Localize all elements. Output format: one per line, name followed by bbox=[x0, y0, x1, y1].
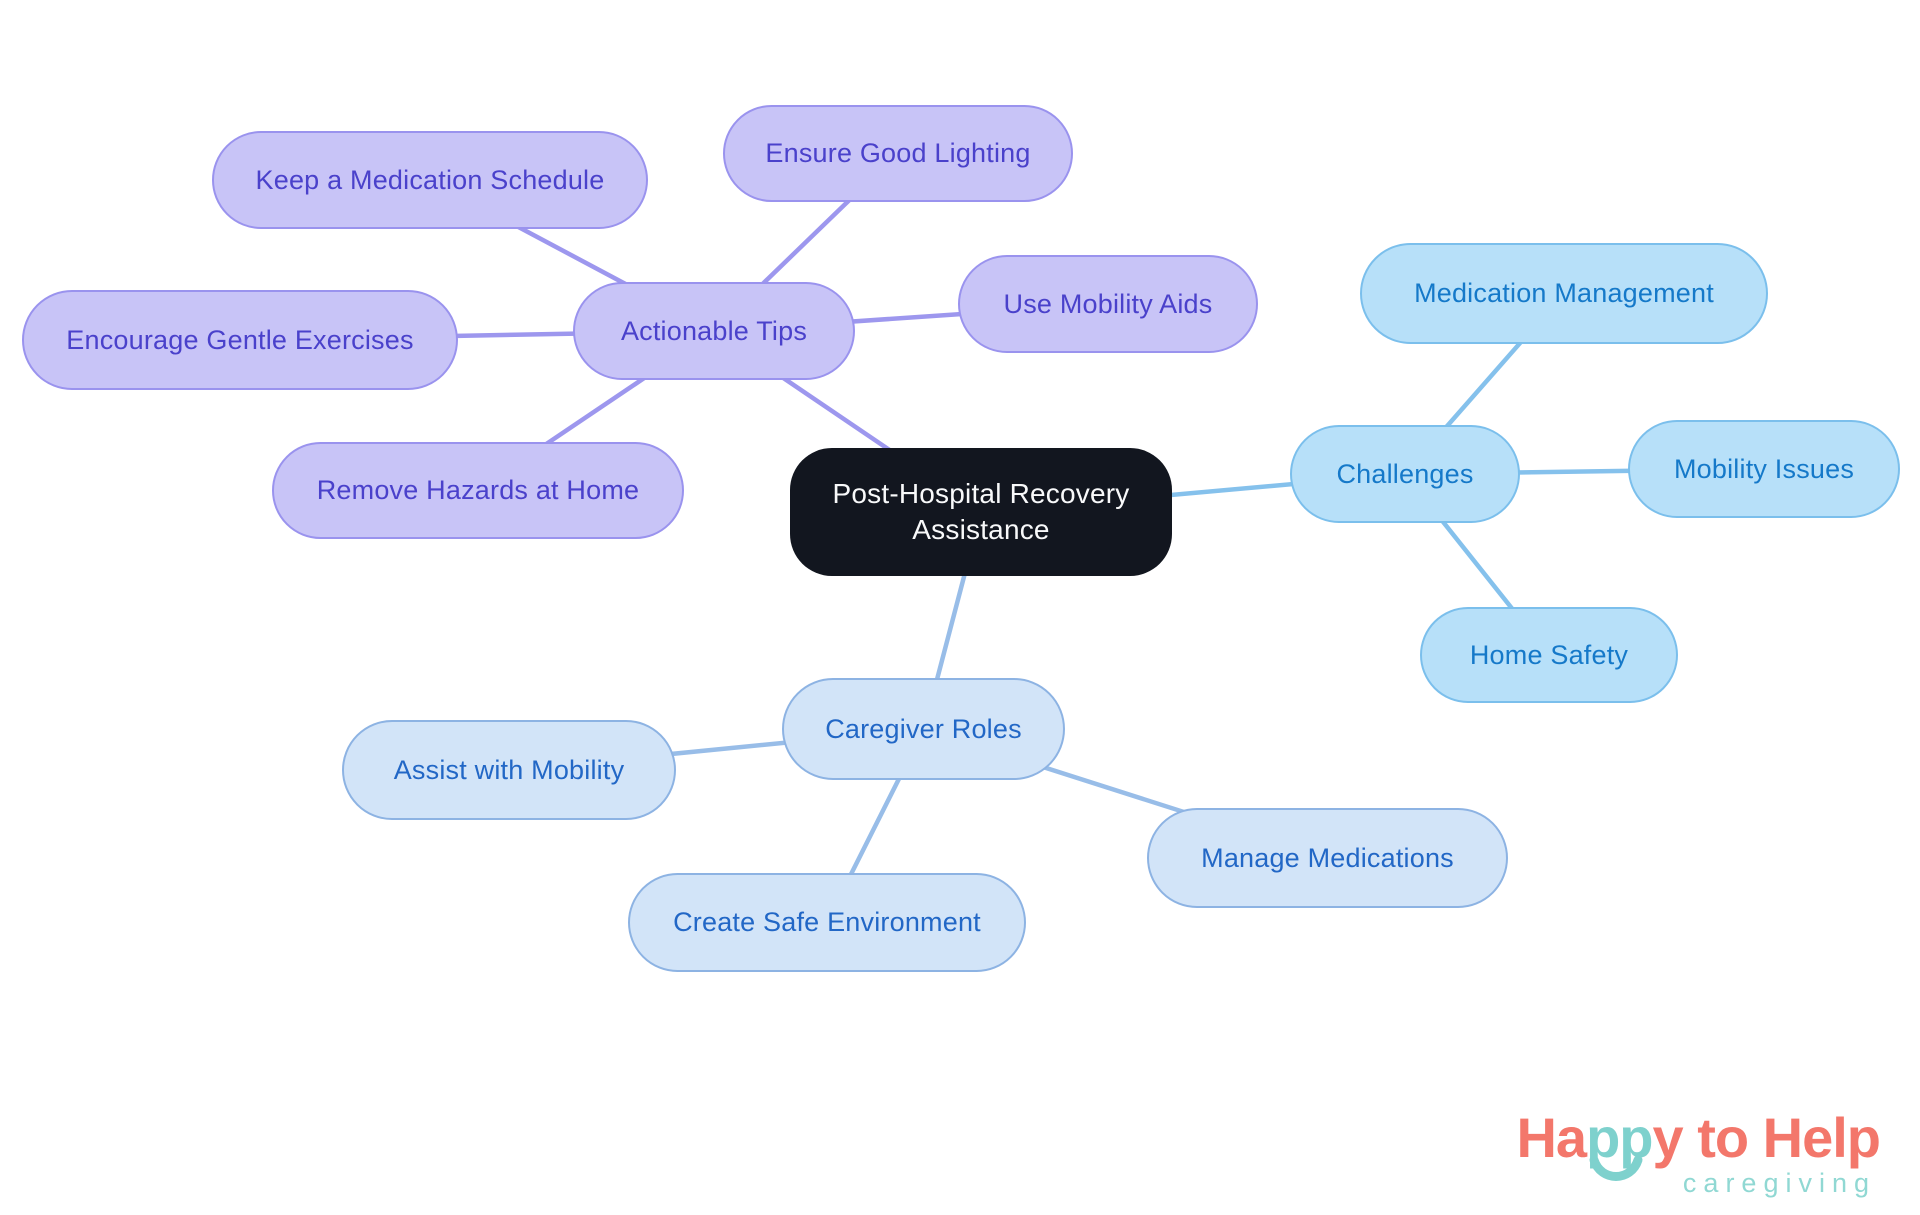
node-encourage-gentle-exercises[interactable]: Encourage Gentle Exercises bbox=[22, 290, 458, 390]
logo-word-pp-wrap: pp bbox=[1586, 1110, 1654, 1181]
logo-tagline: caregiving bbox=[1682, 1168, 1876, 1198]
logo-word-help: Help bbox=[1762, 1106, 1881, 1169]
node-mobility-issues[interactable]: Mobility Issues bbox=[1628, 420, 1900, 518]
smile-icon bbox=[1589, 1155, 1643, 1181]
node-medication-management[interactable]: Medication Management bbox=[1360, 243, 1768, 344]
node-actionable-tips[interactable]: Actionable Tips bbox=[573, 282, 855, 380]
node-keep-a-medication-schedule[interactable]: Keep a Medication Schedule bbox=[212, 131, 648, 229]
logo-word-pp: pp bbox=[1586, 1106, 1653, 1169]
node-home-safety[interactable]: Home Safety bbox=[1420, 607, 1678, 703]
node-central-post-hospital-recovery-assistance[interactable]: Post-Hospital Recovery Assistance bbox=[790, 448, 1172, 576]
node-use-mobility-aids[interactable]: Use Mobility Aids bbox=[958, 255, 1258, 353]
node-manage-medications[interactable]: Manage Medications bbox=[1147, 808, 1508, 908]
node-challenges[interactable]: Challenges bbox=[1290, 425, 1520, 523]
node-remove-hazards-at-home[interactable]: Remove Hazards at Home bbox=[272, 442, 684, 539]
node-ensure-good-lighting[interactable]: Ensure Good Lighting bbox=[723, 105, 1073, 202]
node-caregiver-roles[interactable]: Caregiver Roles bbox=[782, 678, 1065, 780]
logo-word-to: to bbox=[1682, 1106, 1763, 1169]
node-create-safe-environment[interactable]: Create Safe Environment bbox=[628, 873, 1026, 972]
logo-word-y: y bbox=[1652, 1106, 1684, 1169]
logo-word-ha: Ha bbox=[1516, 1106, 1587, 1169]
node-assist-with-mobility[interactable]: Assist with Mobility bbox=[342, 720, 676, 820]
